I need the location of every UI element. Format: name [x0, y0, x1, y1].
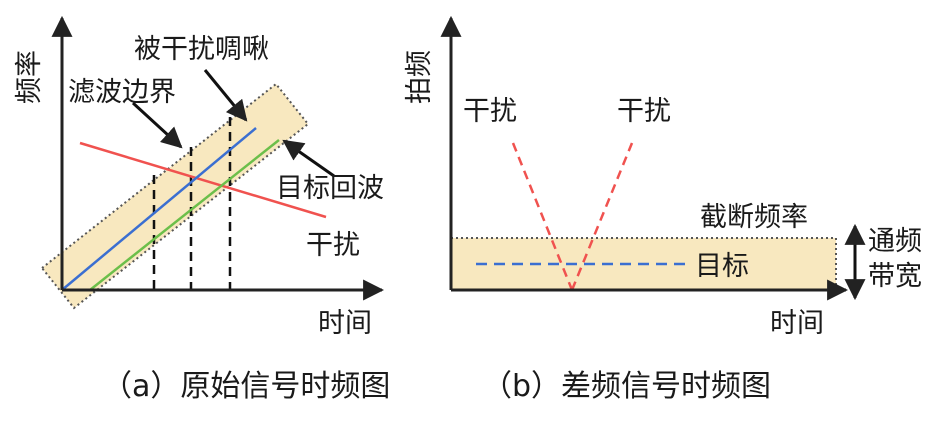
pointer-arrow-chirp: [203, 69, 248, 122]
label-filter-boundary: 滤波边界: [68, 77, 176, 108]
label-target: 目标: [695, 251, 749, 282]
panel-b: 拍频 时间 干扰 干扰 截断频率 目标 通频 带宽 （b）差频信号时频图: [404, 15, 922, 404]
label-interference-left: 干扰: [463, 96, 517, 127]
label-passband-1: 通频: [868, 226, 922, 257]
interference-left-line: [511, 142, 574, 291]
interfered-chirp-line: [61, 127, 257, 291]
label-passband-2: 带宽: [868, 261, 922, 292]
label-interference-right: 干扰: [617, 96, 671, 127]
label-target-echo: 目标回波: [276, 173, 384, 204]
y-axis-label-a: 频率: [14, 50, 45, 104]
y-axis-label-b: 拍频: [404, 50, 435, 104]
interference-line: [79, 141, 327, 219]
label-interfered-chirp: 被干扰啁啾: [134, 34, 269, 65]
target-echo-line: [89, 139, 280, 291]
x-axis-label-b: 时间: [770, 308, 824, 339]
label-cutoff-frequency: 截断频率: [700, 202, 808, 233]
caption-a: （a）原始信号时频图: [102, 369, 390, 404]
caption-b: （b）差频信号时频图: [482, 369, 771, 404]
interference-right-line: [570, 142, 634, 291]
pointer-arrow-echo: [282, 139, 335, 178]
label-interference-a: 干扰: [306, 230, 360, 261]
panel-a: 频率 时间 被干扰啁啾 滤波边界 目标回波 干扰 （a）原始信号时频图: [14, 15, 390, 404]
pointer-arrow-boundary: [131, 101, 183, 149]
x-axis-label-a: 时间: [318, 308, 372, 339]
